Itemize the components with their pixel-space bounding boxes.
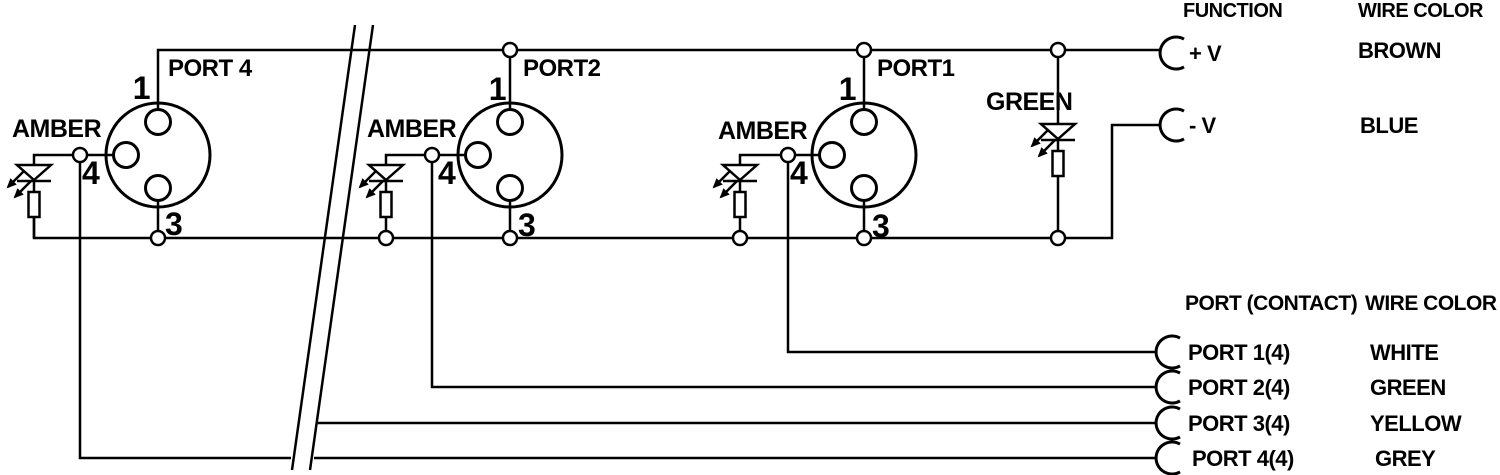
- junction-node: [71, 146, 89, 164]
- junction-node: [423, 146, 441, 164]
- port4-labels: PORT 4 1 4 3 AMBER: [12, 55, 253, 242]
- junction-node: [779, 146, 797, 164]
- led-color-label: AMBER: [718, 117, 808, 145]
- port2-pin3: [496, 174, 524, 202]
- led-triangle: [365, 163, 407, 182]
- led-triangle: [719, 163, 761, 182]
- function-table: FUNCTION WIRE COLOR + V BROWN - V BLUE: [1183, 0, 1485, 138]
- port1-amber-led-circuit: [712, 163, 761, 238]
- wire-color-value: YELLOW: [1370, 411, 1462, 436]
- port-name-label: PORT 4: [168, 55, 253, 82]
- minus-v-terminal: [1158, 107, 1185, 143]
- break-lines: [290, 24, 375, 471]
- led-light-arrow: [6, 170, 25, 189]
- pin4-label: 4: [790, 155, 808, 191]
- led-triangle: [13, 163, 55, 182]
- led-light-arrow: [1030, 129, 1049, 148]
- led-color-label: AMBER: [367, 115, 457, 143]
- contact-table: PORT (CONTACT) WIRE COLOR PORT 1(4) WHIT…: [1185, 292, 1497, 471]
- wire-color-value: GREEN: [1370, 375, 1446, 400]
- break-line-left: [290, 24, 357, 471]
- port1-pin4: [818, 141, 846, 169]
- function-value: - V: [1189, 113, 1216, 138]
- green-led-label: GREEN: [986, 88, 1072, 116]
- port-contact-value: PORT 1(4): [1188, 340, 1290, 365]
- wire-color-column-header: WIRE COLOR: [1365, 292, 1497, 315]
- break-line-right: [308, 24, 375, 471]
- wire-color-column-header: WIRE COLOR: [1358, 0, 1484, 22]
- pin3-label: 3: [518, 207, 535, 243]
- pin1-label: 1: [839, 71, 856, 107]
- port-contact-column-header: PORT (CONTACT): [1185, 292, 1357, 315]
- junction-node: [1049, 229, 1067, 247]
- port4-amber-led-circuit: [6, 163, 55, 238]
- resistor: [379, 190, 393, 219]
- port4-pins: [112, 108, 172, 202]
- junction-node: [855, 41, 873, 59]
- led-light-arrow: [712, 170, 731, 189]
- plus-v-bus-wire: [156, 48, 1160, 110]
- port-name-label: PORT1: [877, 55, 955, 82]
- pin3-label: 3: [872, 208, 889, 244]
- function-column-header: FUNCTION: [1183, 0, 1282, 22]
- pin1-label: 1: [489, 71, 506, 107]
- port4-pin4: [112, 141, 140, 169]
- led-color-label: AMBER: [12, 115, 102, 143]
- function-value: + V: [1189, 41, 1222, 66]
- led-light-arrow: [365, 180, 384, 199]
- port-contact-value: PORT 4(4): [1192, 446, 1294, 471]
- junction-node: [1049, 41, 1067, 59]
- resistor: [1051, 149, 1065, 178]
- wire-color-value: GREY: [1375, 446, 1436, 471]
- port2-pin4: [464, 141, 492, 169]
- pin4-label: 4: [438, 155, 456, 191]
- port3-contact-terminal: [1154, 405, 1181, 441]
- port1-pins: [818, 108, 878, 202]
- plus-v-terminal: [1158, 35, 1185, 71]
- port-contact-value: PORT 3(4): [1188, 411, 1290, 436]
- resistor: [27, 190, 41, 219]
- port1-contact4-wire: [786, 155, 1157, 354]
- wire-color-value: WHITE: [1370, 340, 1438, 365]
- wire-color-value: BLUE: [1360, 113, 1418, 138]
- led-light-arrow: [719, 180, 738, 199]
- port-contact-value: PORT 2(4): [1188, 375, 1290, 400]
- junction-node: [855, 229, 873, 247]
- led-light-arrow: [358, 170, 377, 189]
- port2-contact-terminal: [1154, 369, 1181, 405]
- wire-terminals: [1154, 35, 1185, 475]
- junction-node: [377, 229, 395, 247]
- port2-labels: PORT2 1 4 3 AMBER: [367, 55, 601, 243]
- port4-pin3: [144, 174, 172, 202]
- port1-labels: PORT1 1 4 3 AMBER: [718, 55, 955, 244]
- port2-contact4-wire: [430, 155, 1157, 389]
- green-power-led-circuit: [1030, 50, 1079, 238]
- signal-wires: [78, 155, 1157, 460]
- port4-contact-terminal: [1154, 440, 1181, 475]
- port1-pin1: [850, 108, 878, 136]
- pin3-label: 3: [165, 206, 182, 242]
- junction-node: [501, 41, 519, 59]
- led-light-arrow: [13, 180, 32, 199]
- port2-pin1: [496, 108, 524, 136]
- pin4-label: 4: [82, 155, 100, 191]
- junction-node: [501, 229, 519, 247]
- junction-node: [149, 229, 167, 247]
- port2-amber-led-circuit: [358, 163, 407, 238]
- port-name-label: PORT2: [523, 55, 601, 82]
- led-triangle: [1037, 122, 1079, 141]
- junction-nodes: [71, 41, 1067, 247]
- wire-color-value: BROWN: [1358, 38, 1441, 63]
- junction-node: [731, 229, 749, 247]
- port4-pin1: [144, 108, 172, 136]
- led-light-arrow: [1037, 139, 1056, 158]
- port1-contact-terminal: [1154, 334, 1181, 370]
- pin1-label: 1: [133, 70, 150, 106]
- port4-contact4-wire-left: [78, 155, 291, 460]
- port2-pins: [464, 108, 524, 202]
- port1-pin3: [850, 174, 878, 202]
- resistor: [733, 190, 747, 219]
